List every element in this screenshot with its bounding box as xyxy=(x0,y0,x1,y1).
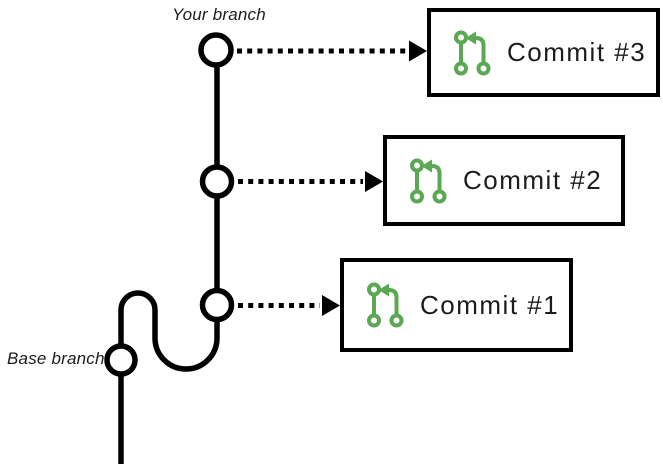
commit-node-3 xyxy=(198,32,234,68)
git-compare-icon xyxy=(410,158,447,203)
commit-node-1 xyxy=(199,287,235,323)
base-branch-label: Base branch xyxy=(7,349,105,368)
commit-label-2: Commit #2 xyxy=(463,165,603,195)
commit-box-3: Commit #3 xyxy=(427,8,660,97)
your-branch-label: Your branch xyxy=(172,5,266,24)
git-compare-icon xyxy=(454,30,491,75)
commit-node-2 xyxy=(199,164,235,199)
commit-label-3: Commit #3 xyxy=(507,37,647,67)
arrowhead-commit-1 xyxy=(322,295,340,316)
arrowhead-commit-2 xyxy=(365,171,383,192)
arrowhead-commit-3 xyxy=(409,40,427,62)
base-branch-node xyxy=(104,343,138,377)
commit-box-1: Commit #1 xyxy=(340,258,573,352)
branch-line-path xyxy=(118,50,220,464)
git-compare-icon xyxy=(367,282,404,328)
commit-label-1: Commit #1 xyxy=(420,289,560,320)
commit-box-2: Commit #2 xyxy=(383,135,625,226)
